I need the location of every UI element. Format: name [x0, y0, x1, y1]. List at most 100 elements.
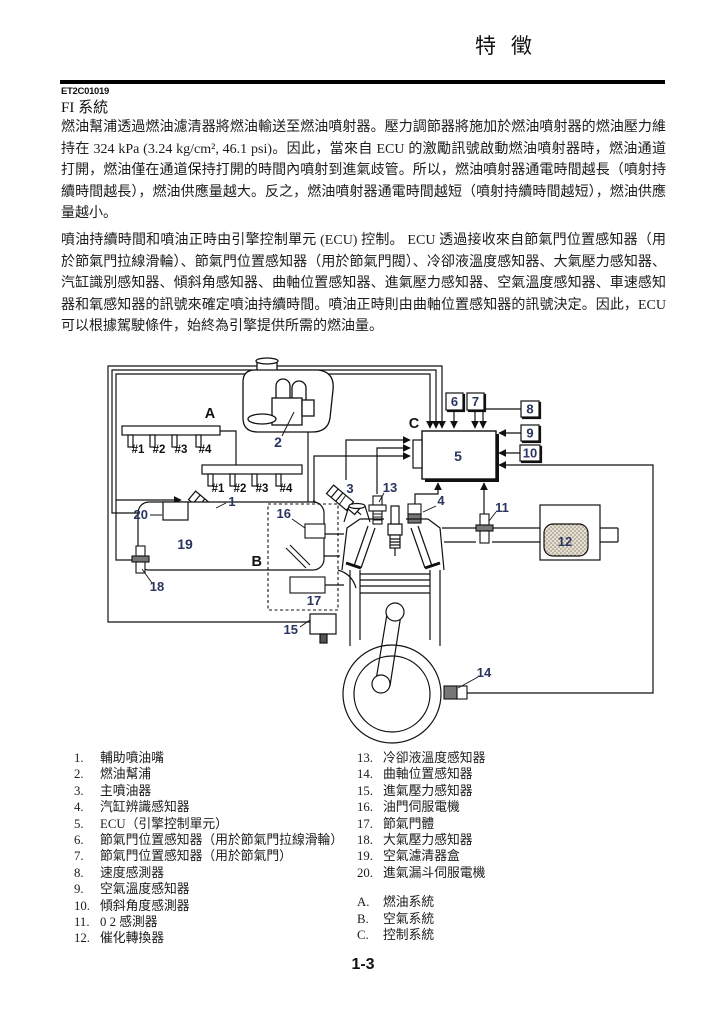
callout-13: 13 [383, 480, 397, 495]
o2-sensor [475, 513, 494, 544]
ecu-box [412, 430, 499, 482]
intake-pressure-sensor [309, 613, 337, 644]
rail1-label-2: #2 [153, 444, 166, 456]
legend-item-label: 0 2 感測器 [100, 915, 158, 930]
callout-20: 20 [134, 507, 148, 522]
callout-11: 11 [495, 500, 509, 515]
section-title: FI 系統 [61, 100, 109, 116]
legend-item-label: 控制系統 [383, 928, 435, 943]
legend-item-label: ECU（引擎控制單元） [100, 816, 228, 831]
legend-item: 12. 催化轉換器 [74, 930, 340, 946]
legend-item-label: 燃油系統 [383, 895, 435, 910]
throttle-body [267, 503, 339, 611]
legend-item-label: 冷卻液溫度感知器 [383, 751, 486, 765]
coolant-temp-sensor [368, 495, 387, 525]
legend-item-number: 9. [74, 882, 84, 897]
legend-item-label: 油門伺服電機 [383, 800, 460, 815]
cylinder-id-sensor [407, 503, 422, 524]
legend-item-label: 空氣系統 [383, 911, 435, 926]
legend-item: 2.燃油幫浦 [74, 766, 340, 782]
air-filter-case [137, 501, 325, 571]
legend-item: 19.空氣濾清器盒 [357, 848, 657, 864]
legend-item-label: 進氣漏斗伺服電機 [383, 865, 486, 880]
callout-6: 6 [451, 394, 458, 409]
sensor-boxes-6-10 [445, 392, 543, 464]
fuel-pump [271, 397, 303, 426]
legend-item-number: 10. [74, 898, 90, 913]
crankcase [342, 602, 442, 744]
legend-item-number: 7. [74, 849, 84, 864]
legend-item-label: 主噴油器 [100, 783, 152, 798]
main-injector [325, 484, 362, 516]
legend-item-label: 曲軸位置感知器 [383, 767, 473, 782]
legend-item-number: 8. [74, 865, 84, 880]
zone-label-c: C [409, 416, 420, 432]
legend-item: 3. 主噴油器 [74, 783, 340, 799]
page-number: 1-3 [351, 956, 375, 973]
throttle-servo-motor [304, 523, 326, 539]
callout-9: 9 [526, 426, 533, 441]
callout-1: 1 [228, 494, 235, 509]
system-legend: A. 燃油系統 B. 空氣系統 C. 控制系統 [357, 894, 657, 943]
legend-item-number: A. [357, 895, 370, 910]
legend-item: 18.大氣壓力感知器 [357, 832, 657, 848]
legend-item: 16.油門伺服電機 [357, 799, 657, 815]
legend-item: 11.0 2 感測器 [74, 914, 340, 930]
rail1-label-4: #4 [199, 444, 212, 456]
callout-leaders [141, 492, 497, 689]
legend-item-number: 15. [357, 783, 373, 798]
atmospheric-pressure-sensor [131, 545, 150, 574]
legend-item-number: 19. [357, 849, 373, 864]
legend-item-number: B. [357, 911, 369, 926]
callout-5: 5 [454, 448, 462, 464]
legend-item-number: 3. [74, 783, 84, 798]
rail2-label-3: #3 [256, 483, 269, 495]
pressure-regulator [301, 399, 315, 417]
callout-10: 10 [523, 446, 537, 461]
rail2-label-1: #1 [212, 483, 225, 495]
fuel-tank [242, 357, 334, 437]
legend-item-number: C. [357, 928, 369, 943]
legend-item-number: 12. [74, 931, 90, 946]
page-header-title: 特徵 [475, 34, 547, 58]
intake-funnel-servo [162, 501, 189, 521]
zone-label-b: B [252, 554, 262, 570]
rail1-label-3: #3 [175, 444, 188, 456]
callout-8: 8 [526, 402, 533, 417]
legend-item-number: 20. [357, 865, 373, 880]
legend-item-label: 催化轉換器 [100, 931, 164, 946]
callout-19: 19 [177, 536, 193, 552]
legend-item: 9. 空氣溫度感知器 [74, 881, 340, 897]
zone-label-a: A [205, 406, 216, 422]
legend-item-number: 5. [74, 816, 84, 831]
legend-item: 17.節氣門體 [357, 816, 657, 832]
spark-plug [387, 523, 403, 536]
legend-item: 5. ECU（引擎控制單元） [74, 816, 340, 832]
callout-16: 16 [277, 506, 291, 521]
header-rule [60, 80, 665, 84]
callout-17: 17 [307, 593, 321, 608]
wiring-harness [107, 365, 654, 694]
legend-item-number: 1. [74, 751, 84, 765]
legend-item-number: 17. [357, 816, 373, 831]
callout-18: 18 [150, 579, 164, 594]
callout-3: 3 [346, 481, 353, 496]
callout-2: 2 [274, 434, 282, 450]
fuel-delivery-rails [121, 425, 303, 487]
legend-item-label: 燃油幫浦 [100, 767, 152, 782]
legend-item: A. 燃油系統 [357, 894, 657, 910]
legend-item-number: 4. [74, 800, 84, 815]
legend-column-right: 13.冷卻液溫度感知器 14.曲軸位置感知器 15.進氣壓力感知器 16.油門伺… [357, 750, 657, 943]
legend-item: 1.輔助噴油嘴 [74, 750, 340, 766]
legend-item-label: 速度感測器 [100, 865, 164, 880]
legend-item-label: 傾斜角度感測器 [100, 898, 190, 913]
legend-item-label: 節氣門位置感知器（用於節氣門） [100, 849, 292, 864]
callout-4: 4 [437, 493, 445, 508]
legend-item: 7. 節氣門位置感知器（用於節氣門） [74, 848, 340, 864]
legend-item-label: 空氣溫度感知器 [100, 882, 190, 897]
legend-column-left: 1.輔助噴油嘴 2.燃油幫浦 3.主噴油器 4.汽缸辨識感知器 5.ECU（引擎… [74, 750, 343, 947]
callout-7: 7 [472, 394, 479, 409]
legend-item-number: 6. [74, 833, 84, 848]
callout-15: 15 [284, 622, 298, 637]
